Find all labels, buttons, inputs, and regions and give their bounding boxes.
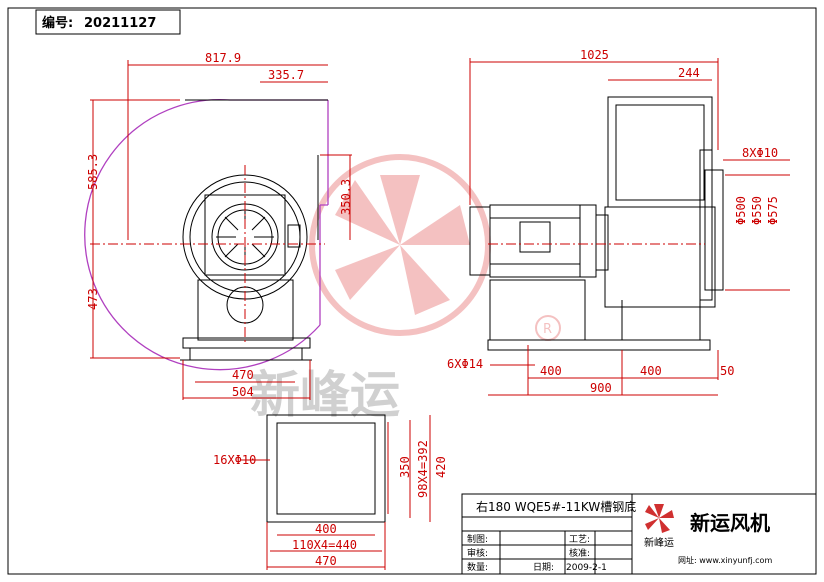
title-row-approve: 核准: — [569, 547, 590, 559]
serial-label: 编号: — [42, 15, 73, 31]
dim-width-total: 817.9 — [205, 51, 241, 65]
dim-holes-base: 6XΦ14 — [447, 357, 483, 371]
dim-base-end: 50 — [720, 364, 734, 378]
company-logo-icon — [645, 504, 674, 533]
dim-base-inner: 470 — [232, 368, 254, 382]
dim-base-total: 900 — [590, 381, 612, 395]
dim-base-seg2: 400 — [640, 364, 662, 378]
front-view: 817.9 335.7 585.3 473 350.3 470 504 — [84, 51, 353, 400]
dim-length-total: 1025 — [580, 48, 609, 62]
dim-flange-holes: 16XΦ10 — [213, 453, 256, 467]
title-model: 右180 WQE5#-11KW槽钢底 — [476, 499, 636, 514]
flange-view: 16XΦ10 350 98X4=392 420 400 110X4=440 47… — [213, 414, 448, 570]
title-row-date-label: 日期: — [533, 562, 554, 573]
serial-value: 20211127 — [84, 16, 156, 31]
title-block: 右180 WQE5#-11KW槽钢底 制图: 审核: 数量: 工艺: 核准: 日… — [461, 493, 817, 575]
dim-dia-575: Φ575 — [766, 196, 780, 225]
dim-flange-outer-h: 420 — [434, 456, 448, 478]
dim-outlet-depth: 244 — [678, 66, 700, 80]
title-row-craft: 工艺: — [569, 534, 590, 545]
watermark-reg: R — [543, 322, 552, 337]
company-website: 网址: www.xinyunfj.com — [678, 555, 772, 565]
dim-base-outer: 504 — [232, 385, 254, 399]
dim-dia-500: Φ500 — [734, 196, 748, 225]
title-row-draw: 制图: — [467, 533, 488, 545]
serial-box: 编号: 20211127 — [35, 9, 181, 35]
title-row-quantity: 数量: — [467, 561, 488, 573]
dim-flange-outer-w: 470 — [315, 554, 337, 568]
dim-dia-550: Φ550 — [750, 196, 764, 225]
title-row-date: 2009-2-1 — [566, 563, 607, 573]
dim-outlet-width: 335.7 — [268, 68, 304, 82]
dim-height-upper: 585.3 — [86, 154, 100, 190]
dim-outlet-height: 350.3 — [339, 179, 353, 215]
watermark-text: 新峰运 — [250, 365, 400, 424]
dim-flange-pitch-h: 110X4=440 — [292, 538, 357, 552]
dim-flange-inner-h: 350 — [398, 456, 412, 478]
side-view: 1025 244 8XΦ10 Φ500 Φ550 Φ575 6XΦ14 400 … — [447, 48, 790, 396]
title-row-check: 审核: — [467, 547, 488, 559]
brand-small: 新峰运 — [644, 536, 674, 549]
company-name: 新运风机 — [690, 511, 770, 535]
dim-flange-pitch-v: 98X4=392 — [416, 440, 430, 498]
watermark-logo: R — [309, 154, 561, 341]
dim-base-seg1: 400 — [540, 364, 562, 378]
drawing-frame — [7, 7, 817, 575]
dim-height-lower: 473 — [86, 288, 100, 310]
dim-holes-flange: 8XΦ10 — [742, 146, 778, 160]
dim-flange-inner-w: 400 — [315, 522, 337, 536]
